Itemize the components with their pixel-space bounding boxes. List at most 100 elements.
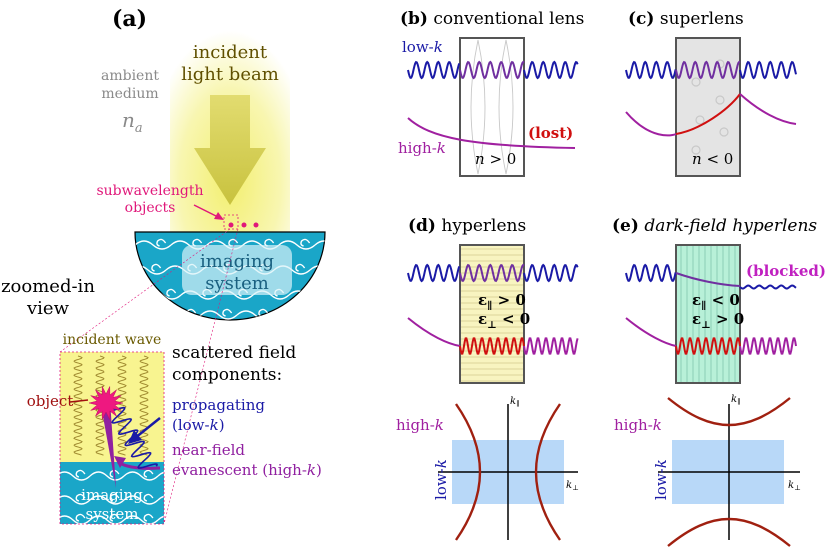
- panel-c: (c) superlens n < 0: [625, 9, 797, 177]
- object-dot: [253, 222, 259, 228]
- wave-segment: [675, 272, 741, 287]
- sea-wave-curl: [200, 308, 238, 320]
- imaging-label-2: system: [205, 273, 269, 294]
- wave-segment: [523, 60, 579, 80]
- beam-label-2: light beam: [181, 64, 279, 85]
- wave-segment: [739, 60, 797, 80]
- wave-segment: [523, 263, 579, 283]
- subwavelength-label-2: objects: [125, 200, 176, 216]
- zoom-guide: [163, 228, 239, 525]
- panel-e: (e) dark-field hyperlens (blocked) ε∥ < …: [612, 216, 826, 547]
- subwavelength-pointer-head: [214, 212, 224, 220]
- object-zoom-box: [223, 214, 239, 230]
- object-dot: [228, 222, 234, 228]
- sea-wave-curl: [272, 308, 310, 320]
- low-k-label: low-k: [402, 38, 443, 56]
- panel-d: (d) hyperlens ε∥ > 0 ε⊥ < 0 k∥ k⊥ high-k…: [396, 216, 579, 541]
- object-dot: [241, 222, 247, 228]
- hyperbola-top: [667, 397, 791, 427]
- panel-e-title: (e) dark-field hyperlens: [612, 216, 817, 236]
- wave-segment: [675, 337, 741, 355]
- low-k-wave: [625, 60, 677, 80]
- k-perp-label: k⊥: [566, 480, 579, 492]
- ambient-label-1: ambient: [101, 68, 159, 84]
- zoom-label-1: zoomed-in: [1, 276, 95, 297]
- eps-perp: ε⊥ < 0: [478, 310, 530, 331]
- beam-arrow: [194, 95, 266, 205]
- nearfield-label-1: near-field: [172, 441, 245, 459]
- zoom-frame: [59, 351, 165, 525]
- wave-segment: [459, 337, 525, 355]
- eps-parallel: ε∥ < 0: [692, 291, 740, 312]
- propagating-pointer-head: [128, 430, 142, 444]
- low-k-wave: [625, 263, 677, 283]
- sea-wave-curl: [123, 493, 159, 505]
- panel-b: (b) conventional lens low-k high-k (lost…: [398, 9, 584, 177]
- zoom-imaging-label-1: imaging: [81, 486, 143, 504]
- sea-wave-curl: [60, 469, 91, 481]
- sea-wave-curl: [60, 493, 91, 505]
- beam-label-1: incident: [193, 42, 268, 63]
- wave-segment: [739, 284, 797, 290]
- wave-segment: [739, 337, 797, 355]
- hyperbola-bottom: [667, 517, 791, 547]
- sea-wave-curl: [135, 238, 172, 250]
- zoom-imaging-label-2: system: [86, 505, 139, 523]
- sea-wave-curl: [157, 471, 164, 477]
- eps-parallel: ε∥ > 0: [478, 291, 526, 312]
- sea-wave-curl: [157, 495, 164, 501]
- sea-wave-curl: [89, 469, 125, 481]
- wave-segment: [523, 337, 579, 355]
- sea-wave-curl: [314, 238, 325, 250]
- subwavelength-pointer: [193, 204, 221, 219]
- hyperbola-right: [534, 403, 561, 541]
- wave-segment: [459, 60, 525, 80]
- imaging-system-box: [182, 245, 292, 295]
- k-par-label: k∥: [731, 394, 740, 406]
- imaging-label-1: imaging: [200, 251, 274, 272]
- high-k-restored: [739, 93, 797, 125]
- scatter-star: [88, 386, 124, 420]
- nearfield-pointer-head: [114, 456, 126, 468]
- sea-wave-curl: [89, 513, 125, 524]
- evanescent-wedge: [100, 400, 116, 488]
- high-k-decay: [625, 111, 677, 137]
- panel-a: (a) incident light beam ambient medium n…: [1, 6, 326, 525]
- panel-a-label: (a): [112, 6, 147, 32]
- panel-c-title: (c) superlens: [628, 9, 744, 29]
- propagating-pointer: [134, 417, 161, 439]
- low-k-label: low-k: [652, 459, 670, 500]
- high-k-growth: [675, 93, 741, 135]
- wave-segment: [675, 60, 741, 80]
- eps-perp: ε⊥ > 0: [692, 310, 744, 331]
- sea-wave-curl: [278, 238, 316, 250]
- high-k-decay: [407, 117, 576, 149]
- superlens-box: [675, 37, 741, 177]
- sea-wave-curl: [309, 263, 325, 275]
- object-pointer: [69, 399, 89, 403]
- incident-wave-label: incident wave: [63, 332, 162, 348]
- k-par-label: k∥: [510, 396, 519, 408]
- incident-wave-line: [117, 355, 127, 456]
- sea-wave-curl: [123, 513, 159, 524]
- panel-d-title: (d) hyperlens: [408, 216, 526, 236]
- ambient-label-2: medium: [101, 86, 158, 102]
- panel-b-title: (b) conventional lens: [400, 9, 584, 29]
- hyperbola-left: [455, 403, 482, 541]
- lens-outlines: [470, 39, 514, 175]
- zoom-sea-waves: [60, 469, 164, 524]
- scattered-label-1: scattered field: [172, 343, 296, 363]
- high-k-wave: [407, 317, 461, 347]
- high-k-label: high-k: [614, 416, 662, 434]
- propagating-label-1: propagating: [172, 396, 265, 414]
- condition-label: n > 0: [475, 150, 516, 168]
- nearfield-label-2: evanescent (high-k): [172, 461, 322, 479]
- high-k-label: high-k: [398, 139, 446, 157]
- low-k-label: low-k: [432, 459, 450, 500]
- zoom-label-2: view: [26, 298, 70, 319]
- ambient-index: na: [122, 108, 143, 136]
- high-k-wave: [625, 317, 677, 347]
- high-k-label: high-k: [396, 416, 444, 434]
- propagating-label-2: (low-k): [172, 416, 225, 434]
